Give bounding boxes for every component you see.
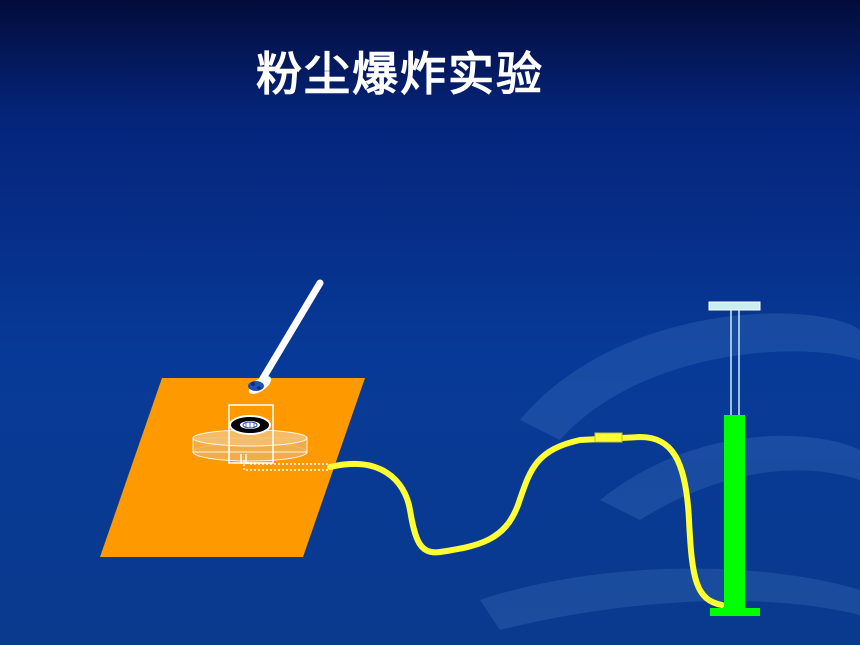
pump-cylinder	[724, 415, 745, 610]
dust-dish	[229, 415, 271, 435]
background-swoosh	[480, 313, 860, 630]
wooden-board	[100, 378, 365, 557]
pump-handle	[708, 301, 761, 311]
slide-title: 粉尘爆炸实验	[256, 47, 544, 101]
pump-base	[710, 608, 760, 616]
hose-connector	[594, 432, 623, 443]
dust-container	[228, 404, 274, 464]
air-hose	[327, 433, 725, 608]
inlet-tube	[240, 454, 331, 471]
container-base	[192, 429, 308, 462]
dust-swab	[248, 279, 324, 394]
air-pump	[708, 301, 761, 616]
